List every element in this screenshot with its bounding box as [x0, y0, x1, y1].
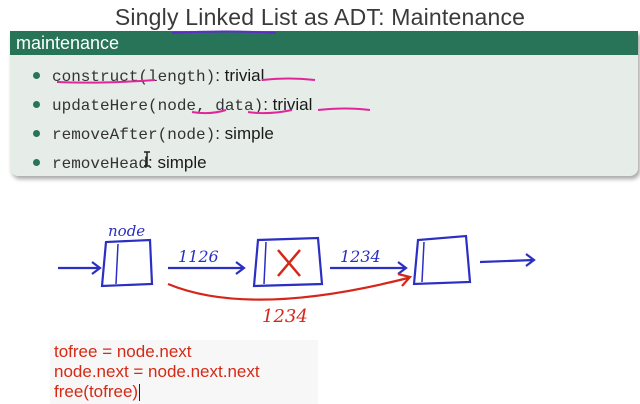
bullet-icon	[33, 159, 40, 166]
bullet-icon	[33, 130, 40, 137]
bypass-arrow	[167, 272, 413, 301]
operation-code: updateHere(node, data)	[52, 97, 264, 115]
operation-desc: : trivial	[215, 66, 265, 85]
block-header: maintenance	[10, 31, 638, 55]
code-line: free(tofree)	[54, 382, 314, 402]
node-label: node	[108, 222, 145, 240]
code-line: tofree = node.next	[54, 342, 192, 361]
text-cursor-icon	[144, 151, 150, 167]
delete-mark-icon	[277, 249, 301, 277]
list-item: removeAfter(node): simple	[30, 119, 638, 148]
arrow-2	[330, 261, 408, 275]
maintenance-block: maintenance construct(length): trivial u…	[10, 31, 638, 176]
node-box-right-inner	[421, 241, 425, 283]
bullet-icon	[33, 101, 40, 108]
link-label-1: 1126	[178, 247, 219, 266]
bullet-icon	[33, 72, 40, 79]
code-line: node.next = node.next.next	[54, 362, 260, 381]
code-snippet: tofree = node.next node.next = node.next…	[50, 340, 318, 404]
code-line-text: free(tofree)	[54, 382, 139, 401]
incoming-arrow	[58, 261, 102, 275]
node-box-middle-inner	[263, 241, 267, 285]
arrow-1	[168, 261, 246, 275]
bypass-label: 1234	[262, 306, 308, 327]
outgoing-arrow	[479, 253, 536, 267]
operation-code: removeAfter(node)	[52, 126, 216, 144]
node-underline-stroke	[191, 109, 227, 115]
construct-underline-stroke	[56, 79, 156, 84]
list-item: removeHead: simple	[30, 148, 638, 177]
trivial-underline-stroke-1	[261, 77, 316, 81]
trivial-underline-stroke-2	[317, 107, 371, 111]
list-item: construct(length): trivial	[30, 61, 638, 90]
operation-desc: : trivial	[263, 95, 313, 114]
link-label-2: 1234	[340, 247, 381, 266]
operation-code: removeHead	[52, 155, 149, 173]
slide-title: Singly Linked List as ADT: Maintenance	[114, 4, 526, 30]
node-box-middle	[252, 236, 324, 288]
list-item: updateHere(node, data): trivial	[30, 90, 638, 119]
data-underline-stroke	[247, 109, 293, 115]
node-box-left-inner	[115, 243, 119, 285]
node-box-right	[412, 234, 472, 286]
node-box-left	[100, 238, 154, 288]
operation-desc: : simple	[148, 153, 207, 172]
operations-list: construct(length): trivial updateHere(no…	[10, 55, 638, 177]
title-underline-stroke	[171, 30, 277, 34]
text-caret	[139, 384, 141, 402]
operation-desc: : simple	[215, 124, 274, 143]
operation-code: construct(length)	[52, 68, 216, 86]
